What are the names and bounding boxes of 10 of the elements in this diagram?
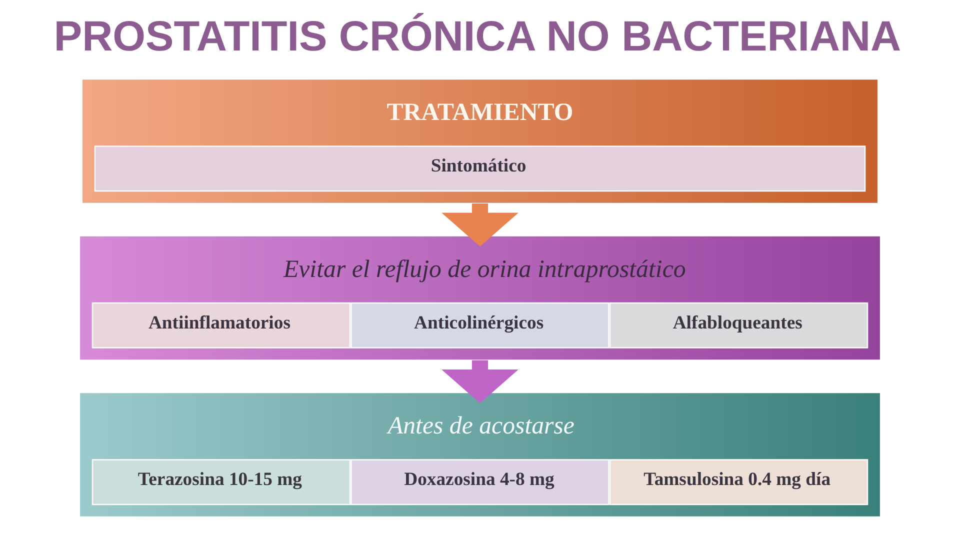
- arrow: [442, 360, 518, 404]
- node-box: Terazosina 10-15 mg: [92, 459, 351, 506]
- diagram-title: PROSTATITIS CRÓNICA NO BACTERIANA: [54, 12, 902, 60]
- node-box: Anticolinérgicos: [350, 302, 610, 348]
- node-box: Tamsulosina 0.4 mg día: [609, 459, 868, 506]
- arrow: [442, 203, 518, 247]
- node-box: Doxazosina 4-8 mg: [350, 459, 610, 506]
- node-box: Sintomático: [94, 146, 866, 192]
- node-box: Alfabloqueantes: [609, 302, 868, 348]
- node-box: Antiinflamatorios: [92, 302, 351, 348]
